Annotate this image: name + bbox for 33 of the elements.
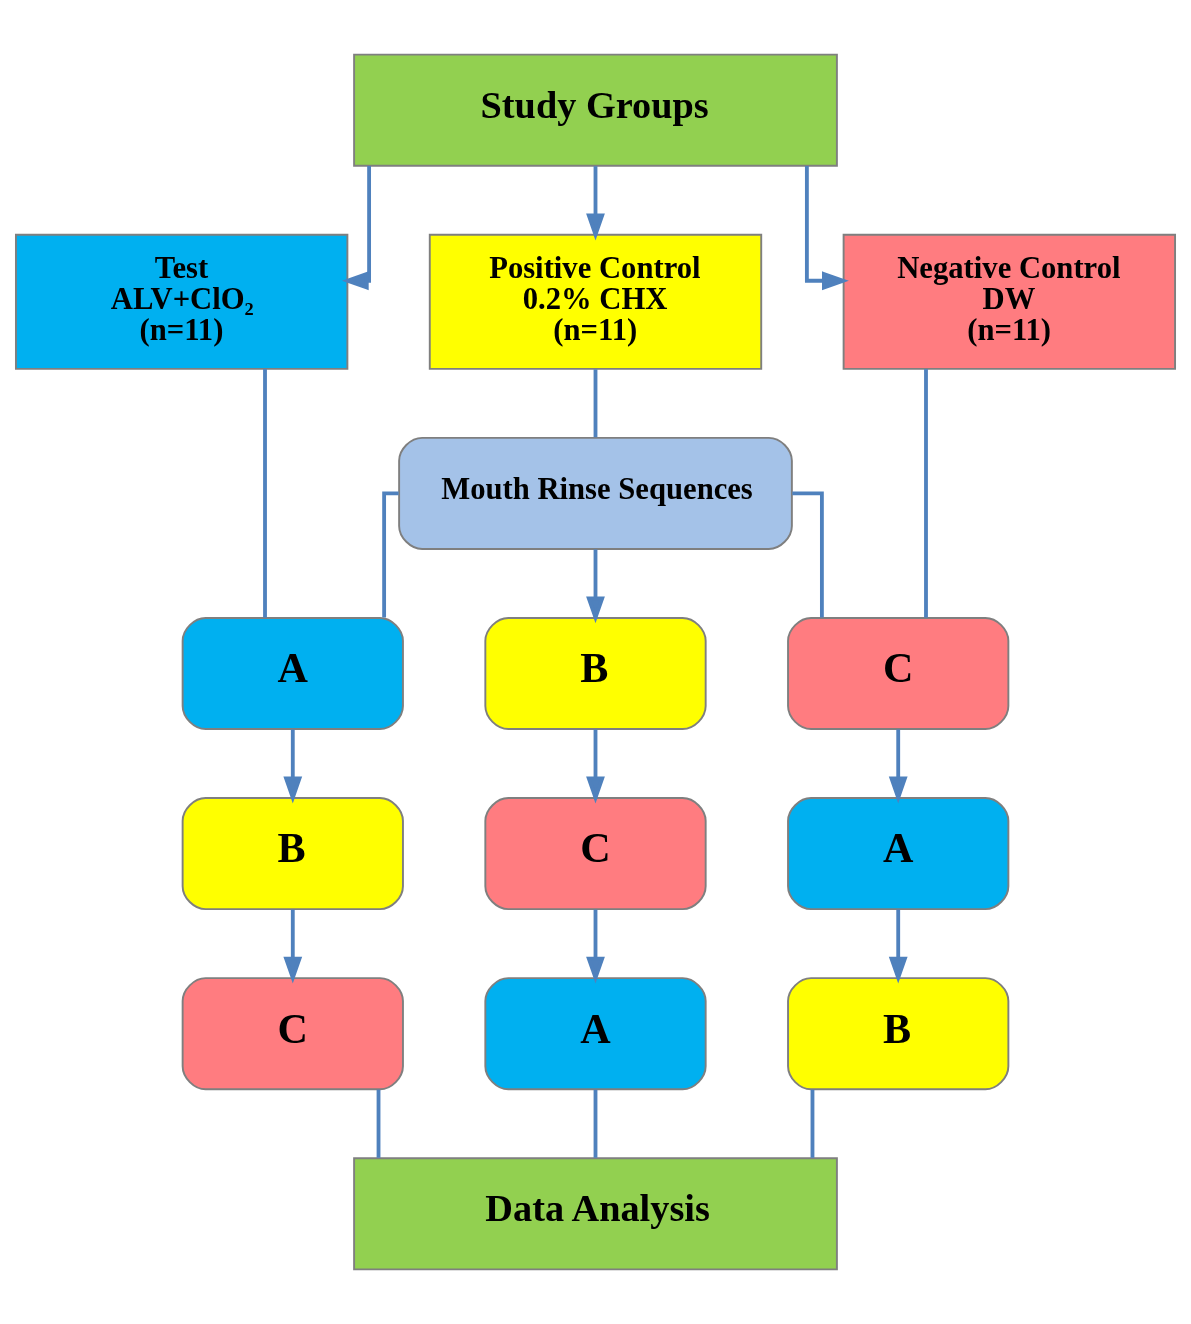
node-box: B xyxy=(181,797,404,911)
node-box: C xyxy=(787,616,1010,730)
arrow xyxy=(283,729,303,804)
connector xyxy=(263,369,267,618)
node-box: Negative Control DW (n=11) xyxy=(842,233,1176,370)
node-box: C xyxy=(484,797,707,911)
arrow xyxy=(586,909,605,984)
node-box: Positive Control 0.2% CHX (n=11) xyxy=(428,233,763,370)
connector xyxy=(924,369,928,618)
node-box: B xyxy=(787,977,1010,1091)
node-box: Test ALV+ClO₂ (n=11) xyxy=(15,233,349,370)
connector xyxy=(810,1089,815,1158)
node-box: C xyxy=(181,977,404,1091)
arrow xyxy=(888,909,908,984)
node-box: B xyxy=(484,616,707,730)
node-box: Study Groups xyxy=(353,53,838,167)
connector xyxy=(376,1089,381,1158)
connector xyxy=(593,369,598,438)
node-box: A xyxy=(787,797,1010,911)
arrow xyxy=(888,729,908,804)
node-box: Data Analysis xyxy=(353,1157,838,1271)
arrow xyxy=(586,166,605,241)
connector xyxy=(792,491,824,618)
arrow xyxy=(586,549,605,624)
connector xyxy=(593,1089,598,1158)
arrow xyxy=(804,166,849,291)
node-box: A xyxy=(484,977,707,1091)
arrow xyxy=(341,166,371,291)
node-box: Mouth Rinse Sequences xyxy=(398,436,793,550)
connector xyxy=(382,491,399,618)
node-box: A xyxy=(181,616,404,730)
arrow xyxy=(283,909,303,984)
arrow xyxy=(586,729,605,804)
